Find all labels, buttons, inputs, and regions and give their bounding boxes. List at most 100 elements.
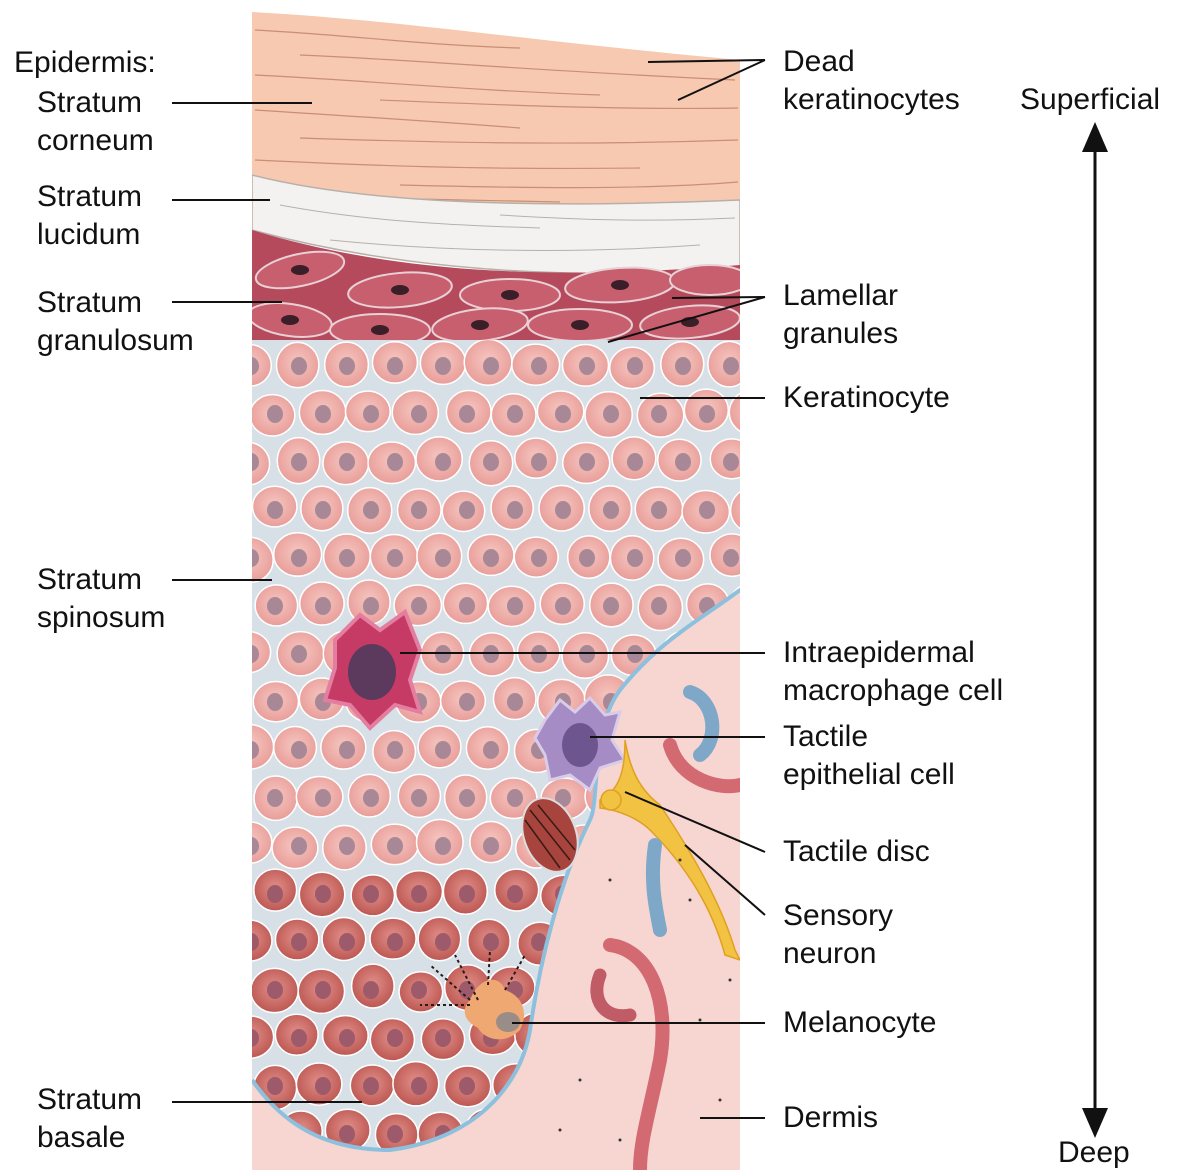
keratinocyte-nucleus [315, 405, 331, 423]
keratinocyte-nucleus [627, 549, 643, 567]
keratinocyte-nucleus [483, 453, 499, 471]
keratinocyte-nucleus [723, 549, 739, 567]
keratinocyte-nucleus [339, 837, 355, 855]
label-tactile-disc-text: Tactile disc [783, 833, 930, 871]
label-lucidum-line1: Stratum [37, 178, 142, 216]
keratinocyte-nucleus [459, 885, 475, 903]
keratinocyte-nucleus [483, 933, 499, 951]
keratinocyte-nucleus [627, 357, 643, 375]
keratinocyte-nucleus [507, 405, 523, 423]
label-stratum-lucidum: Stratum lucidum [37, 178, 142, 254]
keratinocyte-nucleus [723, 453, 739, 471]
label-basale-line2: basale [37, 1119, 142, 1157]
keratinocyte-nucleus [483, 741, 499, 759]
label-stratum-corneum: Stratum corneum [37, 84, 154, 160]
keratinocyte-nucleus [579, 549, 595, 567]
keratinocyte-nucleus [723, 357, 739, 375]
label-keratinocyte-text: Keratinocyte [783, 379, 950, 417]
keratinocyte-nucleus [267, 885, 283, 903]
keratinocyte-nucleus [651, 501, 667, 519]
keratinocyte-cell [227, 822, 272, 863]
keratinocyte-cell [228, 443, 270, 485]
keratinocyte-nucleus [555, 405, 571, 423]
label-keratinocyte: Keratinocyte [783, 379, 950, 417]
keratinocyte-nucleus [411, 1077, 427, 1095]
keratinocyte-nucleus [363, 885, 379, 903]
keratinocyte-nucleus [747, 693, 763, 711]
keratinocyte-nucleus [747, 501, 763, 519]
label-tactile-line1: Tactile [783, 718, 955, 756]
keratinocyte-nucleus [459, 1077, 475, 1095]
keratinocyte-nucleus [435, 453, 451, 471]
label-epidermis-text: Epidermis: [14, 44, 156, 82]
keratinocyte-nucleus [267, 789, 283, 807]
label-sensory-line1: Sensory [783, 897, 893, 935]
keratinocyte-nucleus [675, 453, 691, 471]
keratinocyte-nucleus [435, 933, 451, 951]
keratinocyte-nucleus [411, 885, 427, 903]
keratinocyte-nucleus [387, 933, 403, 951]
keratinocyte-nucleus [315, 501, 331, 519]
keratinocyte-nucleus [291, 741, 307, 759]
keratinocyte-nucleus [411, 981, 427, 999]
label-corneum-line2: corneum [37, 122, 154, 160]
keratinocyte-nucleus [243, 837, 259, 855]
label-corneum-line1: Stratum [37, 84, 154, 122]
keratinocyte-nucleus [507, 597, 523, 615]
keratinocyte-nucleus [411, 501, 427, 519]
label-dead-keratinocytes: Dead keratinocytes [783, 43, 960, 119]
keratinocyte-nucleus [339, 357, 355, 375]
keratinocyte-nucleus [363, 789, 379, 807]
keratinocyte-nucleus [267, 597, 283, 615]
label-stratum-spinosum: Stratum spinosum [37, 561, 165, 637]
label-dead-line1: Dead [783, 43, 960, 81]
label-tactile-line2: epithelial cell [783, 756, 955, 794]
keratinocyte-cell [731, 487, 778, 532]
keratinocyte-nucleus [387, 1029, 403, 1047]
keratinocyte-nucleus [579, 357, 595, 375]
keratinocyte-nucleus [387, 741, 403, 759]
label-lamellar-line1: Lamellar [783, 277, 898, 315]
keratinocyte-nucleus [747, 789, 763, 807]
label-spinosum-line1: Stratum [37, 561, 165, 599]
keratinocyte-nucleus [435, 1029, 451, 1047]
keratinocyte-nucleus [603, 405, 619, 423]
keratinocyte-nucleus [315, 981, 331, 999]
keratinocyte-nucleus [747, 1077, 763, 1095]
keratinocyte-nucleus [243, 645, 259, 663]
keratinocyte-nucleus [339, 741, 355, 759]
label-spinosum-line2: spinosum [37, 599, 165, 637]
keratinocyte-nucleus [363, 1077, 379, 1095]
keratinocyte-cell [729, 390, 775, 434]
label-sensory-neuron: Sensory neuron [783, 897, 893, 973]
keratinocyte-nucleus [339, 1029, 355, 1047]
keratinocyte-nucleus [435, 741, 451, 759]
keratinocyte-nucleus [243, 933, 259, 951]
keratinocyte-nucleus [243, 549, 259, 567]
keratinocyte-nucleus [387, 357, 403, 375]
label-lamellar-granules: Lamellar granules [783, 277, 898, 353]
keratinocyte-nucleus [291, 1029, 307, 1047]
keratinocyte-nucleus [267, 1077, 283, 1095]
keratinocyte-nucleus [339, 1125, 355, 1143]
keratinocyte-nucleus [291, 837, 307, 855]
keratinocyte-nucleus [411, 405, 427, 423]
keratinocyte-nucleus [675, 549, 691, 567]
keratinocyte-cell [228, 920, 272, 961]
keratinocyte-nucleus [267, 981, 283, 999]
label-granulosum-line2: granulosum [37, 322, 194, 360]
label-stratum-granulosum: Stratum granulosum [37, 284, 194, 360]
keratinocyte-nucleus [699, 405, 715, 423]
keratinocyte-nucleus [531, 453, 547, 471]
keratinocyte-nucleus [243, 453, 259, 471]
keratinocyte-nucleus [483, 837, 499, 855]
keratinocyte-nucleus [291, 549, 307, 567]
keratinocyte-nucleus [459, 597, 475, 615]
keratinocyte-nucleus [531, 357, 547, 375]
keratinocyte-nucleus [339, 933, 355, 951]
keratinocyte-nucleus [267, 501, 283, 519]
label-dermis: Dermis [783, 1099, 878, 1137]
keratinocyte-nucleus [651, 597, 667, 615]
keratinocyte-nucleus [435, 357, 451, 375]
